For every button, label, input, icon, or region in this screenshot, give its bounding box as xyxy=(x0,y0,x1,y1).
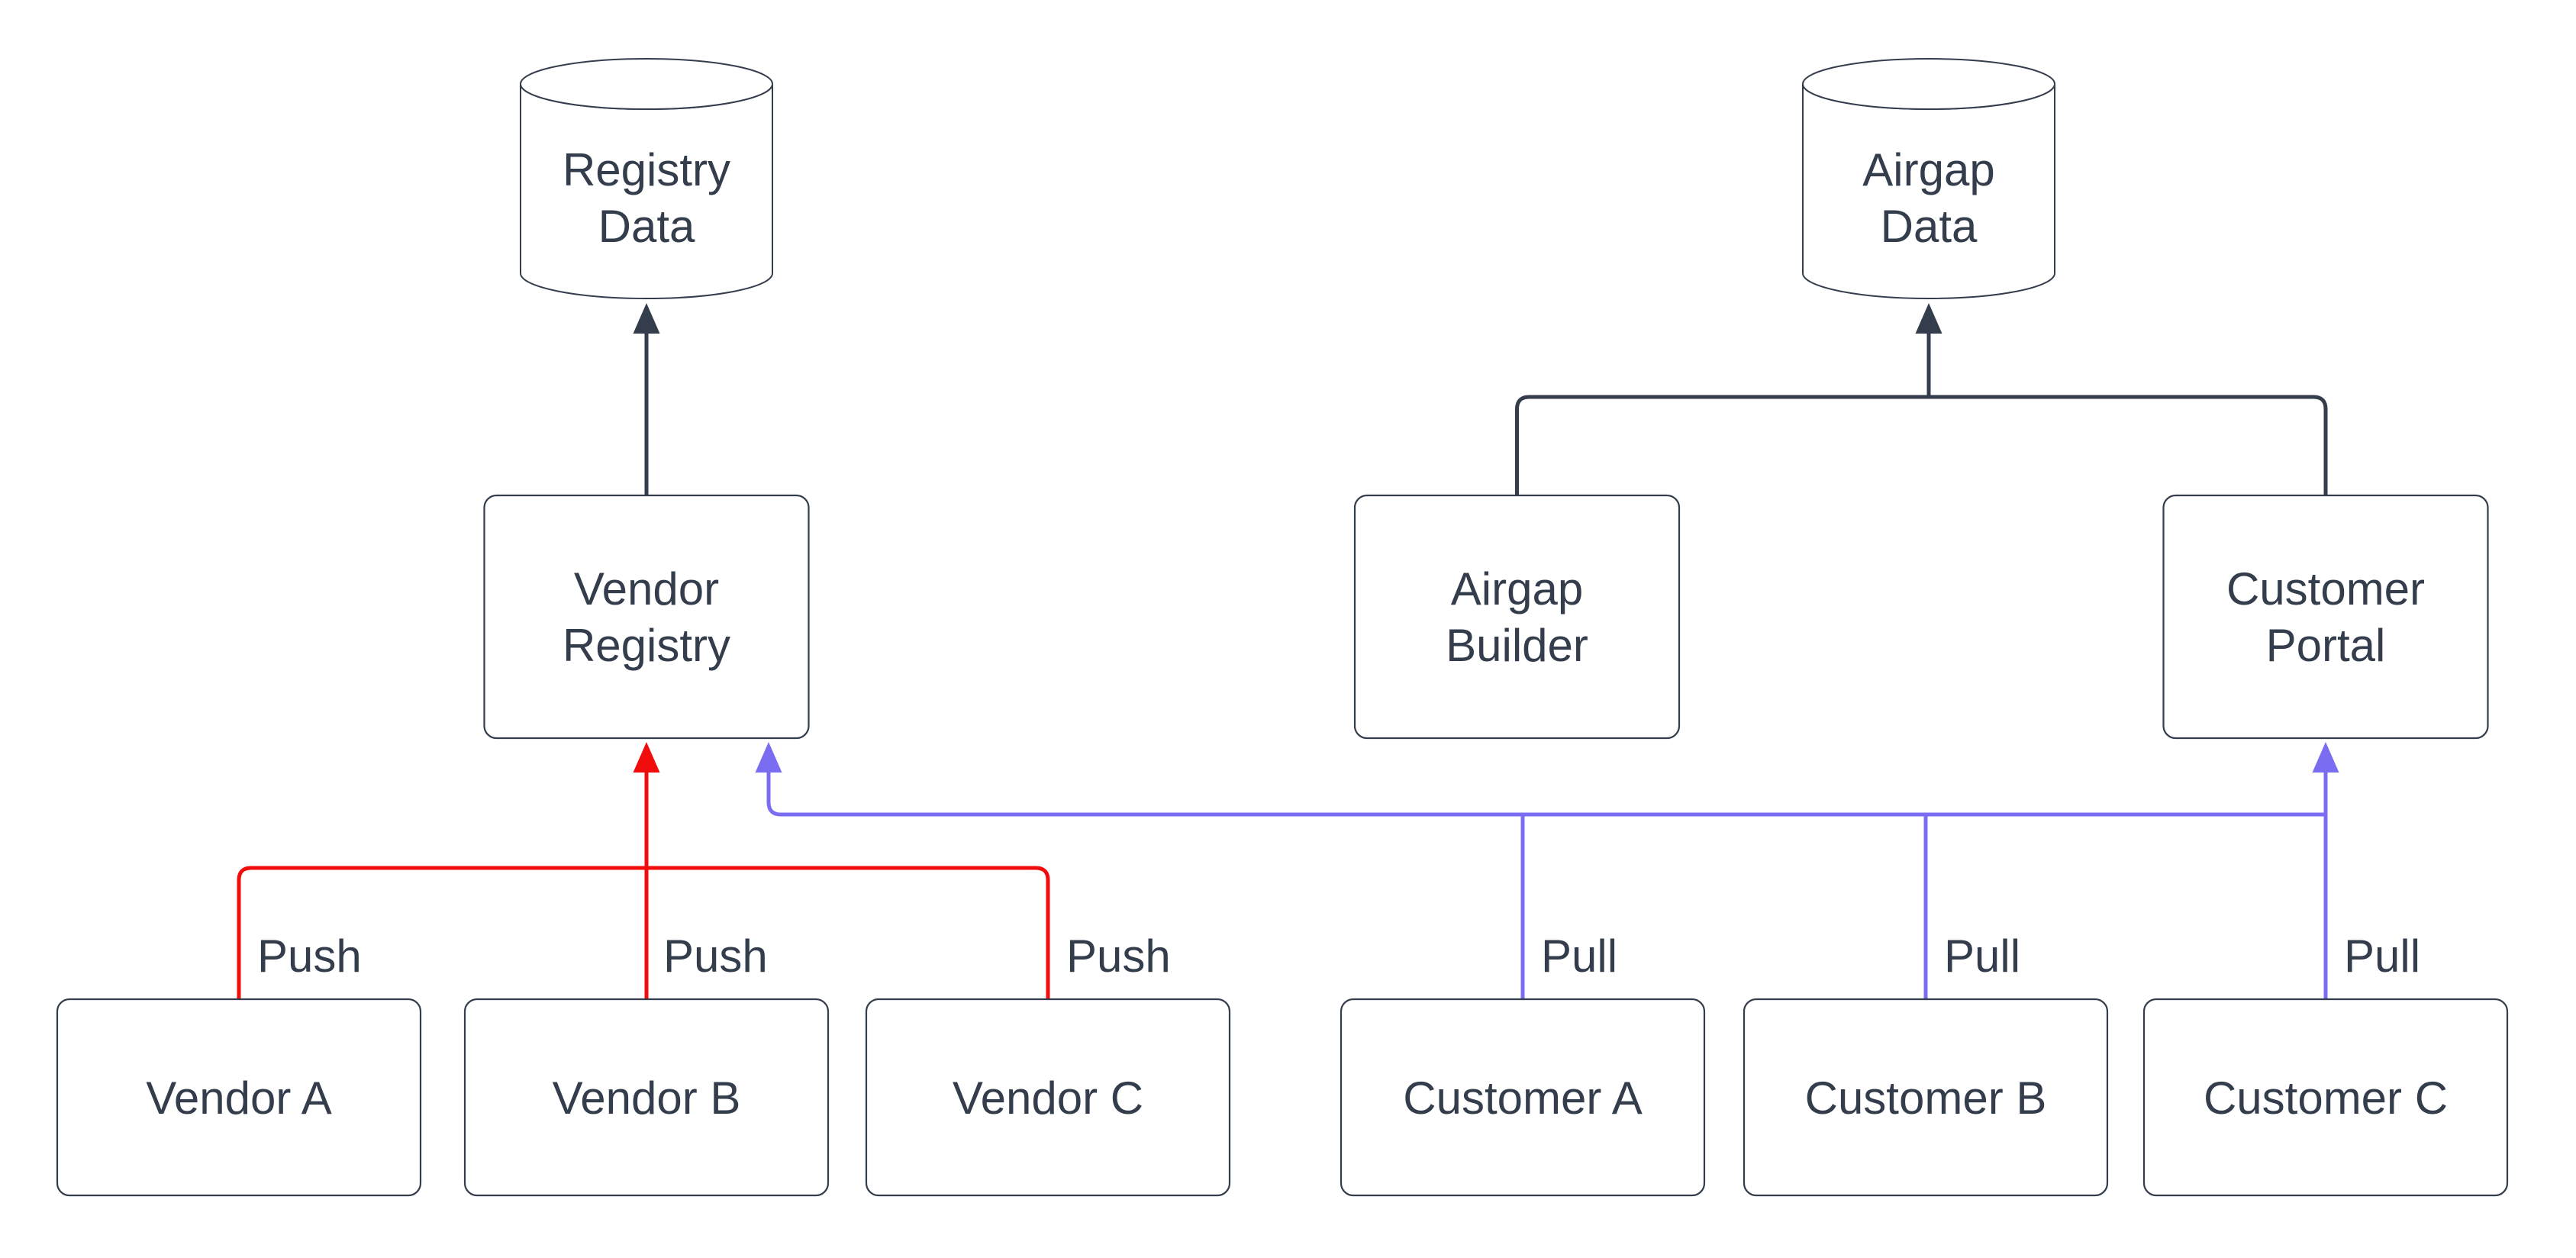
node-vendor-c: Vendor C xyxy=(865,998,1231,1197)
customer-portal-box xyxy=(2162,494,2489,740)
edge-labels: Push Push Push Pull Pull Pull xyxy=(257,931,2420,982)
pull-label-customer-b: Pull xyxy=(1944,931,2020,982)
customer-b-box xyxy=(1743,998,2109,1197)
node-customer-c: Customer C xyxy=(2142,998,2509,1197)
customer-portal-label-line2: Portal xyxy=(2266,620,2386,671)
node-vendor-a: Vendor A xyxy=(56,998,422,1197)
airgap-builder-label-line1: Airgap xyxy=(1451,563,1583,614)
airgap-data-label-line2: Data xyxy=(1881,201,1978,252)
vendor-a-label: Vendor A xyxy=(146,1073,332,1124)
edge-airgap-builder-customer-portal-rail xyxy=(1515,395,2328,495)
node-customer-b: Customer B xyxy=(1743,998,2109,1197)
airgap-builder-box xyxy=(1353,494,1681,740)
customer-a-box xyxy=(1340,998,1706,1197)
airgap-builder-label-line2: Builder xyxy=(1446,620,1588,671)
vendor-a-box xyxy=(56,998,422,1197)
push-label-vendor-b: Push xyxy=(663,931,768,982)
vendor-b-label: Vendor B xyxy=(553,1073,741,1124)
node-customer-a: Customer A xyxy=(1340,998,1706,1197)
node-vendor-registry: Vendor Registry xyxy=(483,494,810,740)
customer-a-label: Customer A xyxy=(1403,1073,1642,1124)
vendor-registry-box xyxy=(483,494,810,740)
customer-c-box xyxy=(2142,998,2509,1197)
edge-push-rail xyxy=(237,866,1050,999)
customer-c-label: Customer C xyxy=(2204,1073,2448,1124)
customer-b-label: Customer B xyxy=(1805,1073,2047,1124)
registry-data-label-line2: Data xyxy=(598,201,695,252)
pull-label-customer-a: Pull xyxy=(1541,931,1617,982)
node-airgap-data: Airgap Data xyxy=(1802,58,2055,299)
customer-portal-label-line1: Customer xyxy=(2226,563,2425,614)
node-customer-portal: Customer Portal xyxy=(2162,494,2489,740)
node-airgap-builder: Airgap Builder xyxy=(1353,494,1681,740)
vendor-c-box xyxy=(865,998,1231,1197)
node-vendor-b: Vendor B xyxy=(463,998,830,1197)
vendor-c-label: Vendor C xyxy=(953,1073,1143,1124)
airgap-data-label-line1: Airgap xyxy=(1862,144,1994,195)
push-label-vendor-c: Push xyxy=(1066,931,1171,982)
vendor-b-box xyxy=(463,998,830,1197)
vendor-registry-label-line2: Registry xyxy=(563,620,730,671)
push-label-vendor-a: Push xyxy=(257,931,362,982)
pull-label-customer-c: Pull xyxy=(2344,931,2420,982)
vendor-registry-label-line1: Vendor xyxy=(574,563,719,614)
registry-data-cylinder-top xyxy=(520,58,773,110)
edges xyxy=(237,303,2339,999)
registry-data-label-line1: Registry xyxy=(563,144,730,195)
airgap-data-cylinder-top xyxy=(1802,58,2055,110)
node-registry-data: Registry Data xyxy=(520,58,773,299)
edge-pull-rail-to-vendor-registry xyxy=(755,742,2326,817)
